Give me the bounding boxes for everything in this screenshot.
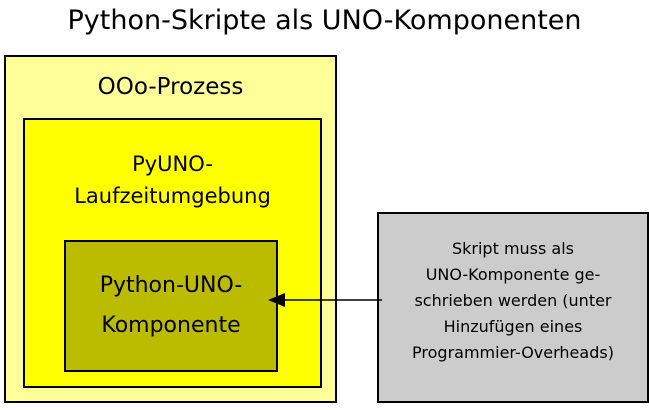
- annotation-text: Skript muss als UNO-Komponente ge- schri…: [379, 236, 647, 366]
- python-uno-component-label-line-2: Komponente: [101, 313, 241, 338]
- annotation-text-line-1: Skript muss als: [451, 239, 575, 258]
- pyuno-runtime-label-line-2: Laufzeitumgebung: [74, 184, 271, 208]
- pyuno-runtime-label: PyUNO- Laufzeitumgebung: [25, 148, 320, 212]
- annotation-text-line-2: UNO-Komponente ge-: [425, 265, 601, 284]
- ooo-process-label: OOo-Prozess: [97, 74, 244, 100]
- arrow-left-icon: [268, 293, 382, 307]
- annotation-box: Skript muss als UNO-Komponente ge- schri…: [377, 212, 649, 403]
- python-uno-component-box: Python-UNO- Komponente: [64, 240, 278, 372]
- python-uno-component-label-line-1: Python-UNO-: [99, 273, 243, 298]
- ooo-process-box: OOo-Prozess PyUNO- Laufzeitumgebung Pyth…: [4, 55, 337, 403]
- pyuno-runtime-label-line-1: PyUNO-: [132, 152, 213, 176]
- annotation-text-line-3: schrieben werden (unter: [414, 291, 612, 310]
- python-uno-component-label: Python-UNO- Komponente: [66, 266, 276, 346]
- pyuno-runtime-box: PyUNO- Laufzeitumgebung Python-UNO- Komp…: [23, 118, 322, 388]
- page-title: Python-Skripte als UNO-Komponenten: [67, 5, 582, 36]
- annotation-text-line-4: Hinzufügen eines: [443, 317, 583, 336]
- annotation-text-line-5: Programmier-Overheads): [412, 343, 614, 362]
